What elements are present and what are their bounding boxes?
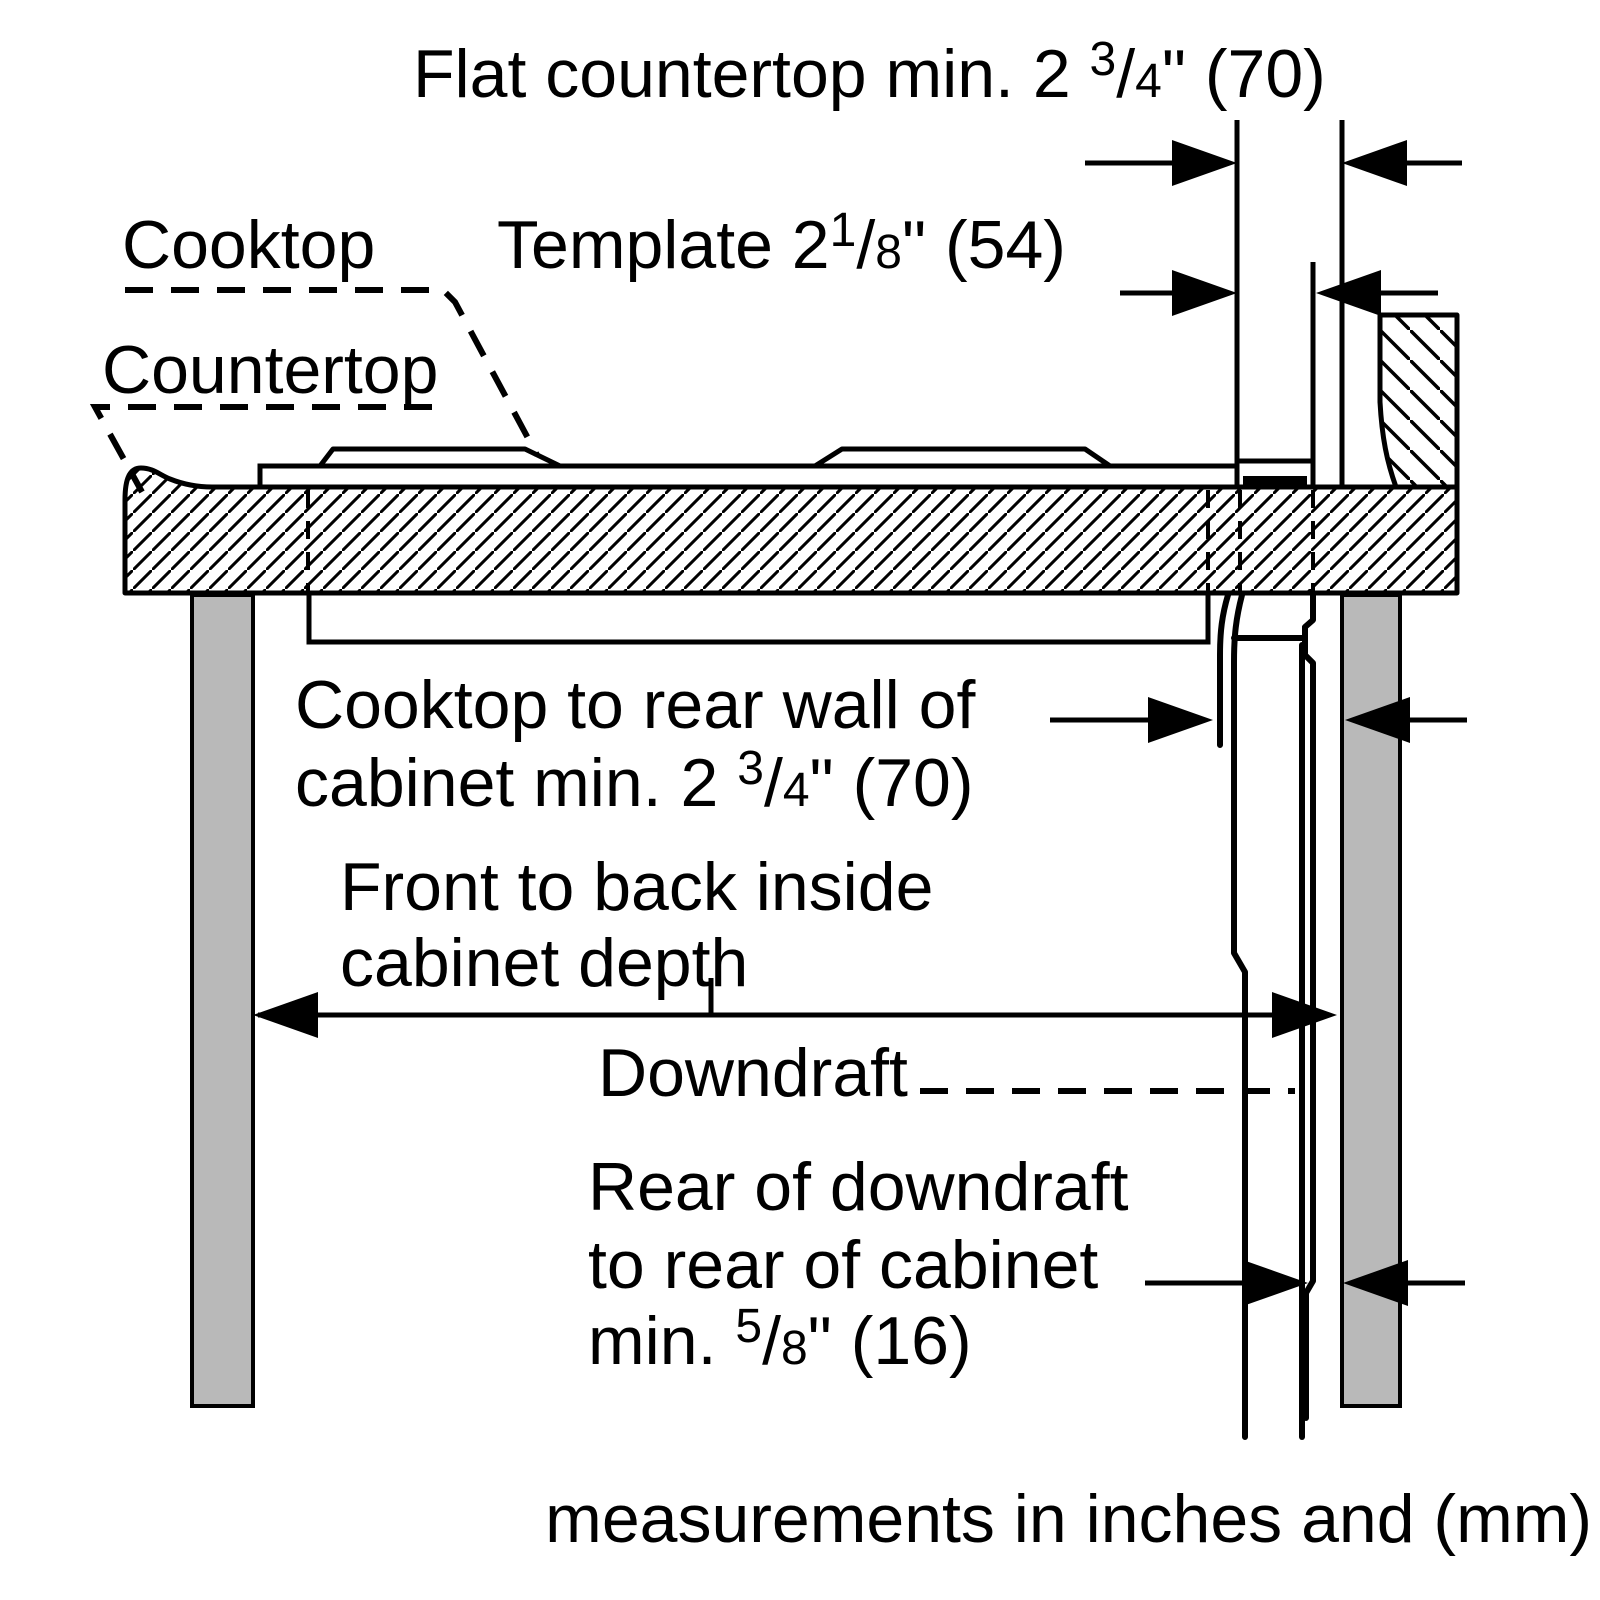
dim-flat-countertop	[1085, 140, 1462, 186]
dim-template	[1120, 270, 1438, 316]
backsplash-section	[1377, 312, 1460, 490]
label-cooktop-to-rear-line2: cabinet min. 2 3/4" (70)	[295, 742, 974, 821]
label-template: Template 21/8" (54)	[497, 204, 1066, 283]
label-countertop: Countertop	[102, 332, 438, 408]
downdraft-trim-gasket	[1243, 476, 1307, 485]
dim-rear-downdraft	[1145, 1260, 1465, 1306]
burner-bump-left	[317, 446, 563, 469]
label-rear-downdraft-line3: min. 5/8" (16)	[588, 1300, 972, 1379]
label-downdraft: Downdraft	[598, 1035, 908, 1111]
downdraft-duct	[1217, 592, 1316, 1440]
hidden-cutout-edges	[306, 490, 1315, 592]
extension-lines	[1234, 120, 1345, 489]
units-note: measurements in inches and (mm)	[545, 1481, 1592, 1557]
cooktop-housing	[306, 595, 1211, 645]
label-rear-downdraft-line2: to rear of cabinet	[588, 1227, 1098, 1303]
cabinet-front-leg	[190, 593, 255, 1408]
dim-front-to-back	[253, 978, 1337, 1038]
label-rear-downdraft-line1: Rear of downdraft	[588, 1149, 1129, 1225]
label-flat-countertop: Flat countertop min. 2 3/4" (70)	[413, 33, 1326, 112]
cooktop-leader	[125, 287, 540, 457]
label-cooktop: Cooktop	[122, 207, 375, 283]
dim-cooktop-to-rear	[1050, 697, 1467, 743]
burner-bump-right	[812, 446, 1113, 469]
label-front-to-back-line1: Front to back inside	[340, 849, 933, 925]
countertop-leader	[89, 404, 432, 494]
dashed-leaders	[89, 287, 1295, 1094]
countertop-section	[122, 465, 1460, 596]
label-cooktop-to-rear-line1: Cooktop to rear wall of	[295, 667, 975, 743]
cooktop-plate	[257, 463, 1240, 490]
label-front-to-back-line2: cabinet depth	[340, 925, 748, 1001]
